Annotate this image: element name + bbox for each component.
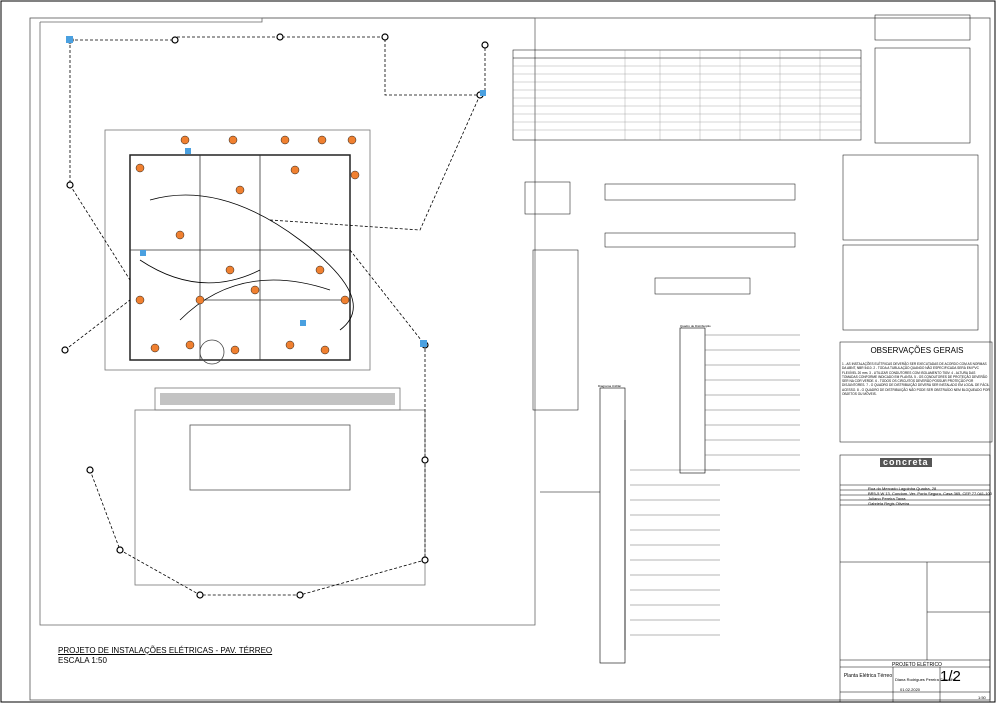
perimeter-circuit (70, 36, 486, 96)
distribution-board-title: Quadro de Distribuição (680, 324, 711, 328)
sheet-name: Planta Elétrica Térreo (843, 673, 893, 679)
drawing-title: PROJETO DE INSTALAÇÕES ELÉTRICAS - PAV. … (58, 646, 273, 655)
cable-table (604, 232, 796, 248)
single-line-diagram (540, 327, 800, 664)
inner-border (29, 17, 991, 701)
round-table (199, 339, 225, 365)
load-table (512, 49, 862, 141)
company-logo: concreta (880, 458, 932, 467)
responsible-line: Gabriela Regis Oliveira (868, 501, 910, 506)
owner-line: Juliano Pereira Tavra (868, 496, 906, 501)
title-block (839, 454, 991, 703)
pool (189, 424, 351, 491)
sheet-number: 1/2 (940, 668, 961, 685)
tables (512, 14, 993, 703)
scale-value: 1:50 (978, 695, 986, 700)
demand-table (604, 183, 796, 201)
project-type: PROJETO ELÉTRICO (892, 662, 942, 668)
calc-table-2 (842, 244, 979, 331)
deck-pattern (160, 393, 395, 405)
observations-title: OBSERVAÇÕES GERAIS (870, 346, 964, 355)
pool-area (134, 409, 426, 586)
blue-symbols (66, 36, 486, 347)
location-line: BR5-5 W 13, Condom. Ver. Porto Seguro, C… (868, 491, 992, 496)
legend-table (874, 47, 971, 144)
conductor-table (654, 277, 751, 295)
author: Diana Rodrigues Pereira Carvalho (895, 677, 956, 682)
small-table (524, 181, 571, 215)
house-rooms (129, 154, 351, 361)
unifilar-title: Diagrama Unifilar (598, 384, 622, 388)
address-line: Rua do Mercado Lagoinha Quadra, 28 (868, 486, 937, 491)
date: 01.02.2020 (900, 687, 921, 692)
observations-box (839, 341, 993, 443)
symbols-column (532, 249, 579, 411)
observations-text: 1 - AS INSTALAÇÕES ELÉTRICAS DEVERÃO SER… (842, 362, 990, 397)
light-points (61, 33, 489, 599)
house-outline (104, 129, 371, 371)
drawing-scale: ESCALA 1:50 (58, 656, 107, 665)
symbol-table (874, 14, 971, 41)
calc-table-1 (842, 154, 979, 241)
site-outline (39, 17, 536, 626)
outlet-symbols (135, 135, 360, 355)
